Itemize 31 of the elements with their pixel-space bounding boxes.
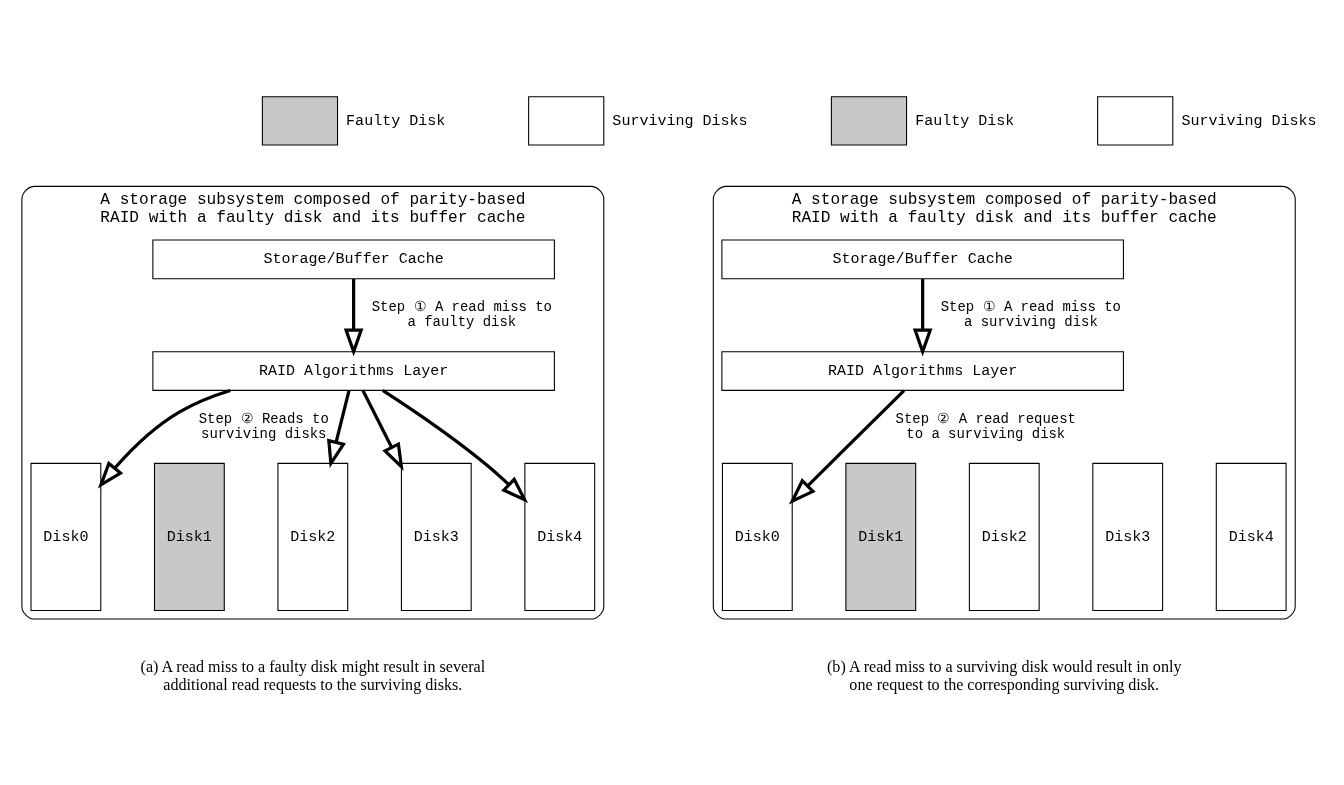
node-box: Disk3 [400, 462, 472, 611]
legend-label: Surviving Disks [1180, 111, 1317, 130]
legend-label: Surviving Disks [611, 111, 748, 130]
edge-label: Step ① A read miss to a faulty disk [371, 299, 552, 331]
edge-label: Step ② Reads to surviving disks [198, 410, 329, 443]
node-box: Storage/Buffer Cache [151, 239, 555, 280]
legend-label: Faulty Disk [914, 111, 1014, 130]
node-box: Disk1 [844, 462, 916, 611]
node-box: Disk1 [153, 462, 225, 611]
node-box: Disk2 [276, 462, 348, 611]
node-box: Disk3 [1091, 462, 1163, 611]
node-box: Disk4 [1215, 462, 1287, 611]
arrow [788, 389, 905, 505]
arrow [343, 279, 363, 357]
edge-label: Step ② A read request to a surviving disk [895, 410, 1076, 443]
node-box: RAID Algorithms Layer [151, 351, 555, 391]
arrow [97, 388, 231, 489]
arrow [381, 389, 528, 503]
node-box: Disk0 [29, 462, 101, 611]
arrow [912, 279, 932, 357]
node-box: RAID Algorithms Layer [720, 351, 1124, 391]
node-label: (a) A read miss to a faulty disk might result in several additional read requests to the surviving disks. [140, 657, 485, 693]
node-label: (b) A read miss to a surviving disk would result in only one request to the corresponding surviving disk. [826, 657, 1181, 693]
legend-label: Faulty Disk [345, 111, 445, 130]
node-box: Disk0 [721, 462, 793, 611]
edge-label: Step ① A read miss to a surviving disk [940, 299, 1121, 331]
arrow [326, 390, 351, 468]
node-box: Storage/Buffer Cache [720, 239, 1124, 280]
node-box: Disk2 [968, 462, 1040, 611]
node-box: Disk4 [523, 462, 595, 611]
arrow [361, 389, 404, 472]
